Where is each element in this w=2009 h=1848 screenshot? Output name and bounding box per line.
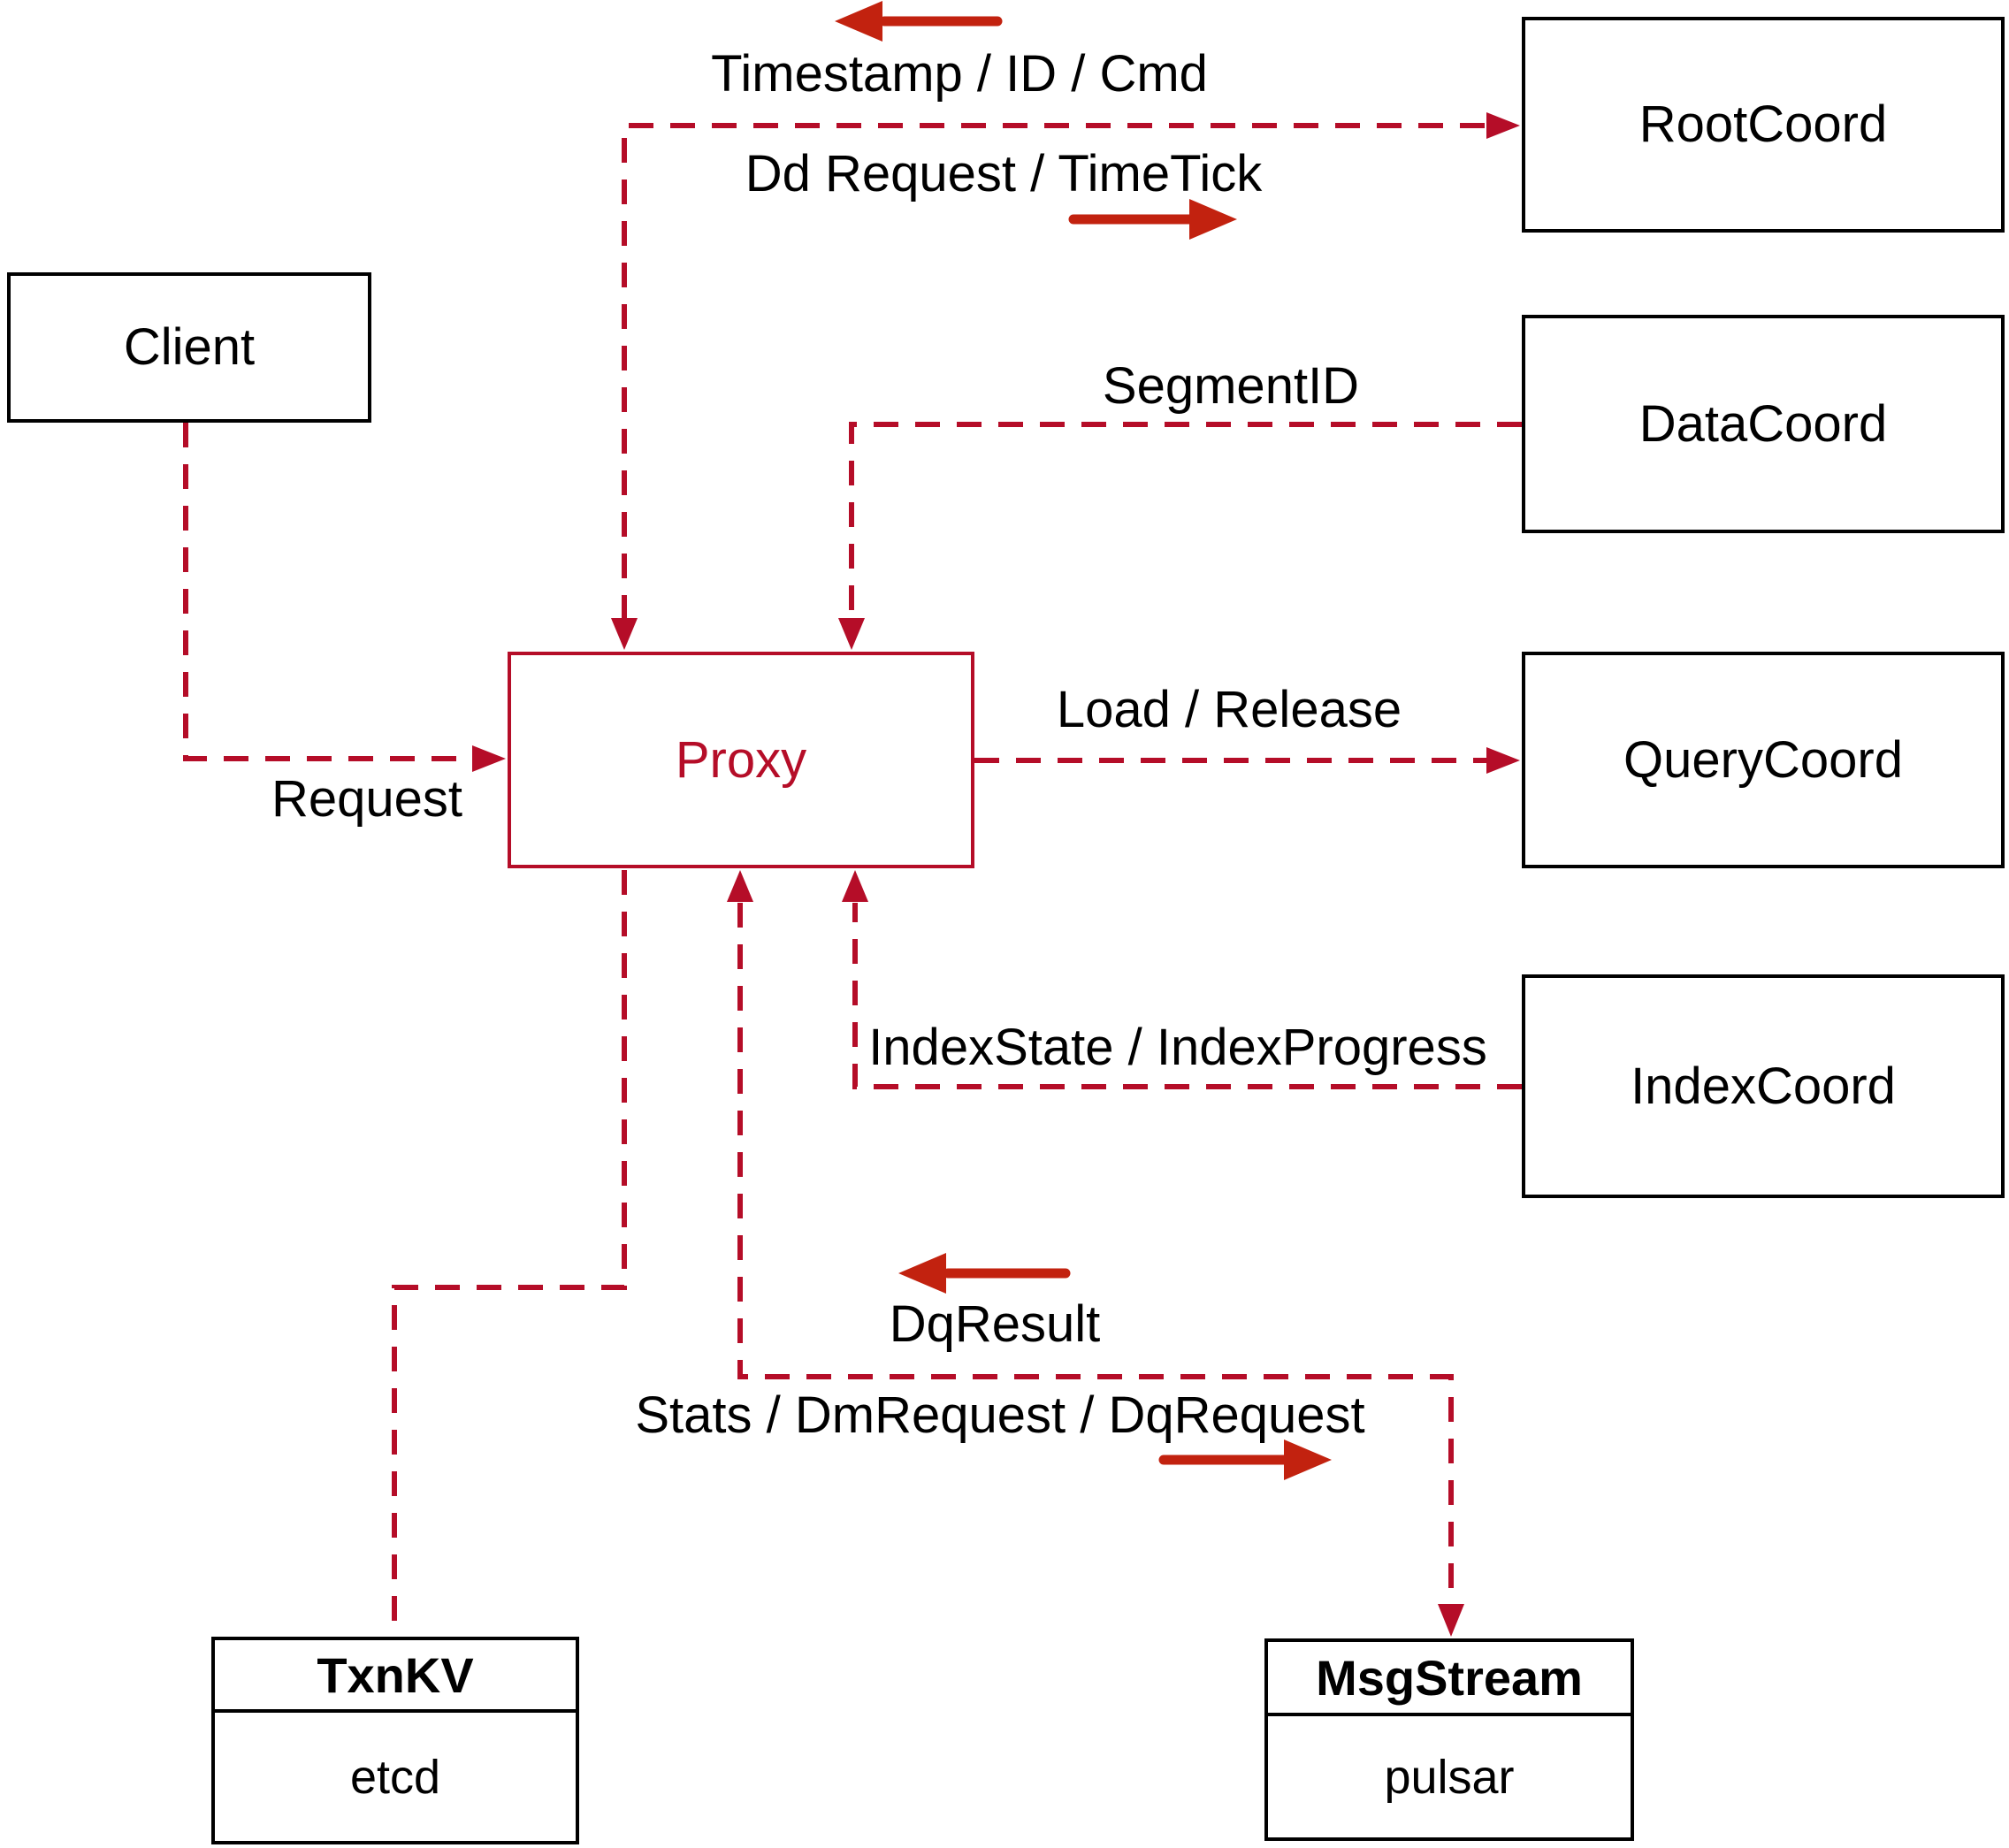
label-timestamp-id-cmd: Timestamp / ID / Cmd bbox=[711, 45, 1208, 103]
direction-arrow-from-msgstream bbox=[898, 1253, 1071, 1294]
msgstream-impl-label: pulsar bbox=[1384, 1750, 1515, 1804]
txnkv-impl-label: etcd bbox=[349, 1750, 441, 1804]
node-txnkv: TxnKV etcd bbox=[211, 1637, 579, 1844]
node-querycoord: QueryCoord bbox=[1522, 652, 2005, 868]
msgstream-impl: pulsar bbox=[1268, 1716, 1631, 1837]
msgstream-title-label: MsgStream bbox=[1316, 1649, 1583, 1706]
label-load-release: Load / Release bbox=[1056, 681, 1402, 738]
indexcoord-label: IndexCoord bbox=[1631, 1057, 1896, 1115]
arrowhead-into-proxy-bottom-center bbox=[727, 870, 753, 902]
txnkv-title-label: TxnKV bbox=[317, 1646, 474, 1703]
edge-indexcoord-to-proxy bbox=[842, 870, 1522, 1089]
edge-proxy-txnkv bbox=[392, 870, 627, 1635]
direction-arrow-from-rootcoord bbox=[835, 1, 1003, 42]
node-rootcoord: RootCoord bbox=[1522, 17, 2005, 233]
node-msgstream: MsgStream pulsar bbox=[1264, 1638, 1634, 1841]
arrowhead-into-proxy-top-right bbox=[838, 618, 865, 650]
node-indexcoord: IndexCoord bbox=[1522, 974, 2005, 1198]
direction-arrow-to-rootcoord bbox=[1068, 199, 1237, 240]
edge-proxy-to-querycoord bbox=[974, 747, 1520, 774]
rootcoord-label: RootCoord bbox=[1639, 95, 1888, 153]
proxy-label: Proxy bbox=[675, 730, 807, 789]
edge-datacoord-to-proxy bbox=[838, 422, 1522, 650]
label-dd-request-timetick: Dd Request / TimeTick bbox=[745, 145, 1263, 202]
arrowhead-into-rootcoord bbox=[1486, 112, 1520, 139]
txnkv-title: TxnKV bbox=[215, 1640, 576, 1713]
arrowhead-into-querycoord bbox=[1486, 747, 1520, 774]
arrowhead-into-proxy-left bbox=[472, 745, 506, 772]
label-stats-dmrequest-dqrequest: Stats / DmRequest / DqRequest bbox=[635, 1386, 1365, 1444]
querycoord-label: QueryCoord bbox=[1623, 730, 1903, 789]
label-dqresult: DqResult bbox=[889, 1295, 1101, 1353]
edge-proxy-msgstream bbox=[727, 870, 1464, 1637]
edge-proxy-rootcoord bbox=[611, 112, 1520, 650]
label-request: Request bbox=[271, 770, 463, 828]
client-label: Client bbox=[123, 318, 256, 376]
node-datacoord: DataCoord bbox=[1522, 315, 2005, 533]
datacoord-label: DataCoord bbox=[1639, 394, 1888, 453]
node-client: Client bbox=[7, 272, 371, 423]
arrowhead-into-proxy-top-left bbox=[611, 618, 638, 650]
label-indexstate-indexprogress: IndexState / IndexProgress bbox=[868, 1019, 1487, 1076]
arrowhead-into-proxy-bottom-right bbox=[842, 870, 868, 902]
direction-arrow-to-msgstream bbox=[1158, 1439, 1332, 1480]
label-segmentid: SegmentID bbox=[1102, 357, 1360, 415]
txnkv-impl: etcd bbox=[215, 1713, 576, 1841]
edge-client-to-proxy bbox=[183, 423, 506, 772]
arrowhead-into-msgstream bbox=[1438, 1604, 1464, 1637]
msgstream-title: MsgStream bbox=[1268, 1642, 1631, 1716]
node-proxy: Proxy bbox=[508, 652, 974, 868]
